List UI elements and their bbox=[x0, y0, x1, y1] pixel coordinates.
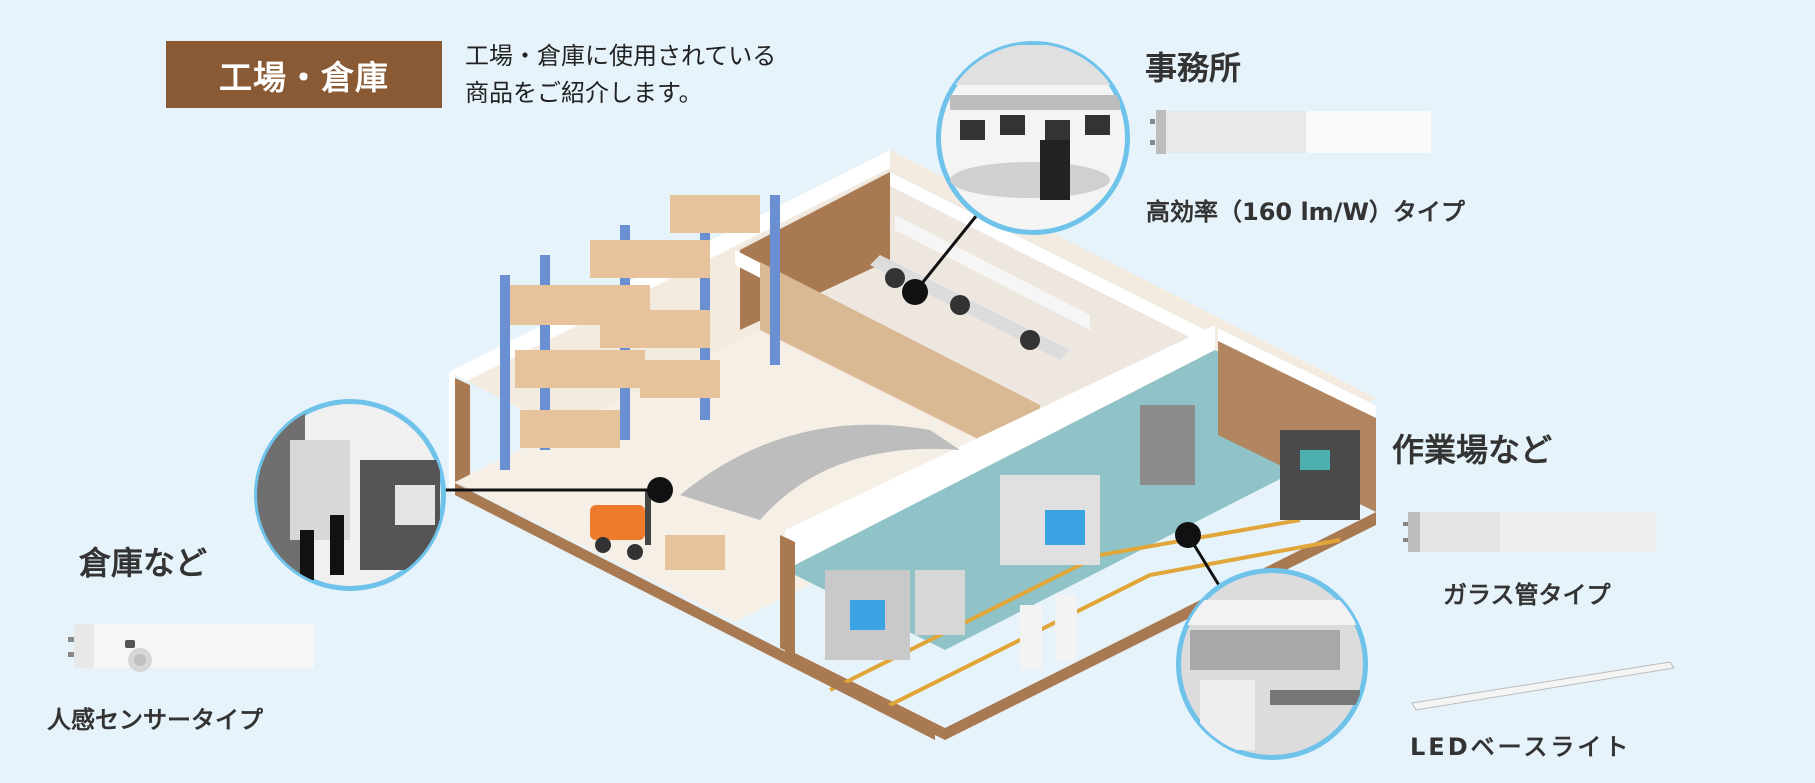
warehouse-section-title: 倉庫など bbox=[79, 544, 208, 582]
high-efficiency-tube-image bbox=[1150, 110, 1431, 154]
office-product-caption: 高効率（160 lm/W）タイプ bbox=[1146, 198, 1465, 226]
intro-line-1: 工場・倉庫に使用されている bbox=[465, 42, 777, 70]
led-base-light-caption: LEDベースライト bbox=[1410, 733, 1632, 761]
workshop-machines bbox=[825, 405, 1360, 670]
workshop-zoom-circle bbox=[1176, 568, 1368, 760]
glass-tube-caption: ガラス管タイプ bbox=[1443, 581, 1611, 609]
warehouse-racks bbox=[500, 195, 780, 470]
motion-sensor-caption: 人感センサータイプ bbox=[47, 706, 263, 734]
intro-text: 工場・倉庫に使用されている 商品をご紹介します。 bbox=[465, 38, 776, 112]
conveyor-belt bbox=[680, 424, 960, 520]
office-zoom-circle bbox=[936, 41, 1130, 235]
intro-line-2: 商品をご紹介します。 bbox=[465, 79, 703, 107]
forklift bbox=[590, 490, 725, 570]
led-base-light-image bbox=[1411, 661, 1675, 711]
office-section-title: 事務所 bbox=[1145, 49, 1242, 87]
page-title: 工場・倉庫 bbox=[166, 41, 442, 108]
glass-tube-image bbox=[1403, 512, 1657, 552]
motion-sensor-tube-image bbox=[68, 624, 314, 672]
partition-wall bbox=[760, 262, 1040, 470]
workshop-section-title: 作業場など bbox=[1392, 431, 1553, 469]
warehouse-zoom-circle bbox=[254, 399, 446, 591]
